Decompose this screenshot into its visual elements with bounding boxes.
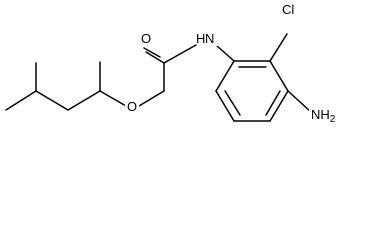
- amine-subscript-label: 2: [330, 114, 336, 125]
- bond-layer: [5, 33, 312, 122]
- carbonyl-oxygen-label: O: [141, 31, 151, 46]
- chemical-structure: O N H Cl O NH2: [5, 2, 340, 125]
- atom-label-layer: O N H Cl O NH2: [125, 2, 340, 125]
- bond-c3-c4: [67, 90, 101, 111]
- ring-bond-bottom-right: [269, 90, 289, 122]
- ring-bond-top-left: [215, 60, 235, 92]
- chlorine-label: Cl: [282, 2, 294, 17]
- bond-n-ring: [215, 44, 235, 62]
- bond-carbonyl-oxygen-second: [143, 47, 161, 58]
- bond-ring-nh2: [287, 90, 312, 113]
- amide-hydrogen-label: H: [196, 31, 205, 46]
- ring-bond-bottom-left: [215, 90, 235, 122]
- amine-nh-label: NH: [311, 107, 330, 122]
- bond-c1-c2: [5, 90, 37, 111]
- structure-drawing: O N H Cl O NH2: [5, 2, 340, 125]
- bond-ring-cl: [269, 33, 288, 62]
- label-bg-amine: [309, 106, 340, 124]
- label-bg-carbonyl-oxygen: [140, 31, 152, 46]
- label-bg-ether-oxygen: [125, 99, 139, 114]
- ring-bond-bottom-right-inner: [265, 90, 281, 116]
- bond-c4-o: [99, 90, 127, 107]
- bond-carbonyl-oxygen: [145, 51, 165, 64]
- amine-label: NH2: [311, 107, 336, 125]
- ring-bond-bottom-left-inner: [224, 90, 241, 116]
- bond-carbonyl-n: [163, 44, 197, 64]
- bond-c2-c3: [35, 90, 69, 111]
- label-bg-amide-nitrogen: [197, 31, 221, 46]
- bond-o-ch2: [138, 90, 165, 107]
- label-bg-chlorine: [281, 2, 299, 17]
- ether-oxygen-label: O: [127, 99, 137, 114]
- ring-bond-top-right: [269, 60, 289, 92]
- amide-nitrogen-label: N: [205, 31, 214, 46]
